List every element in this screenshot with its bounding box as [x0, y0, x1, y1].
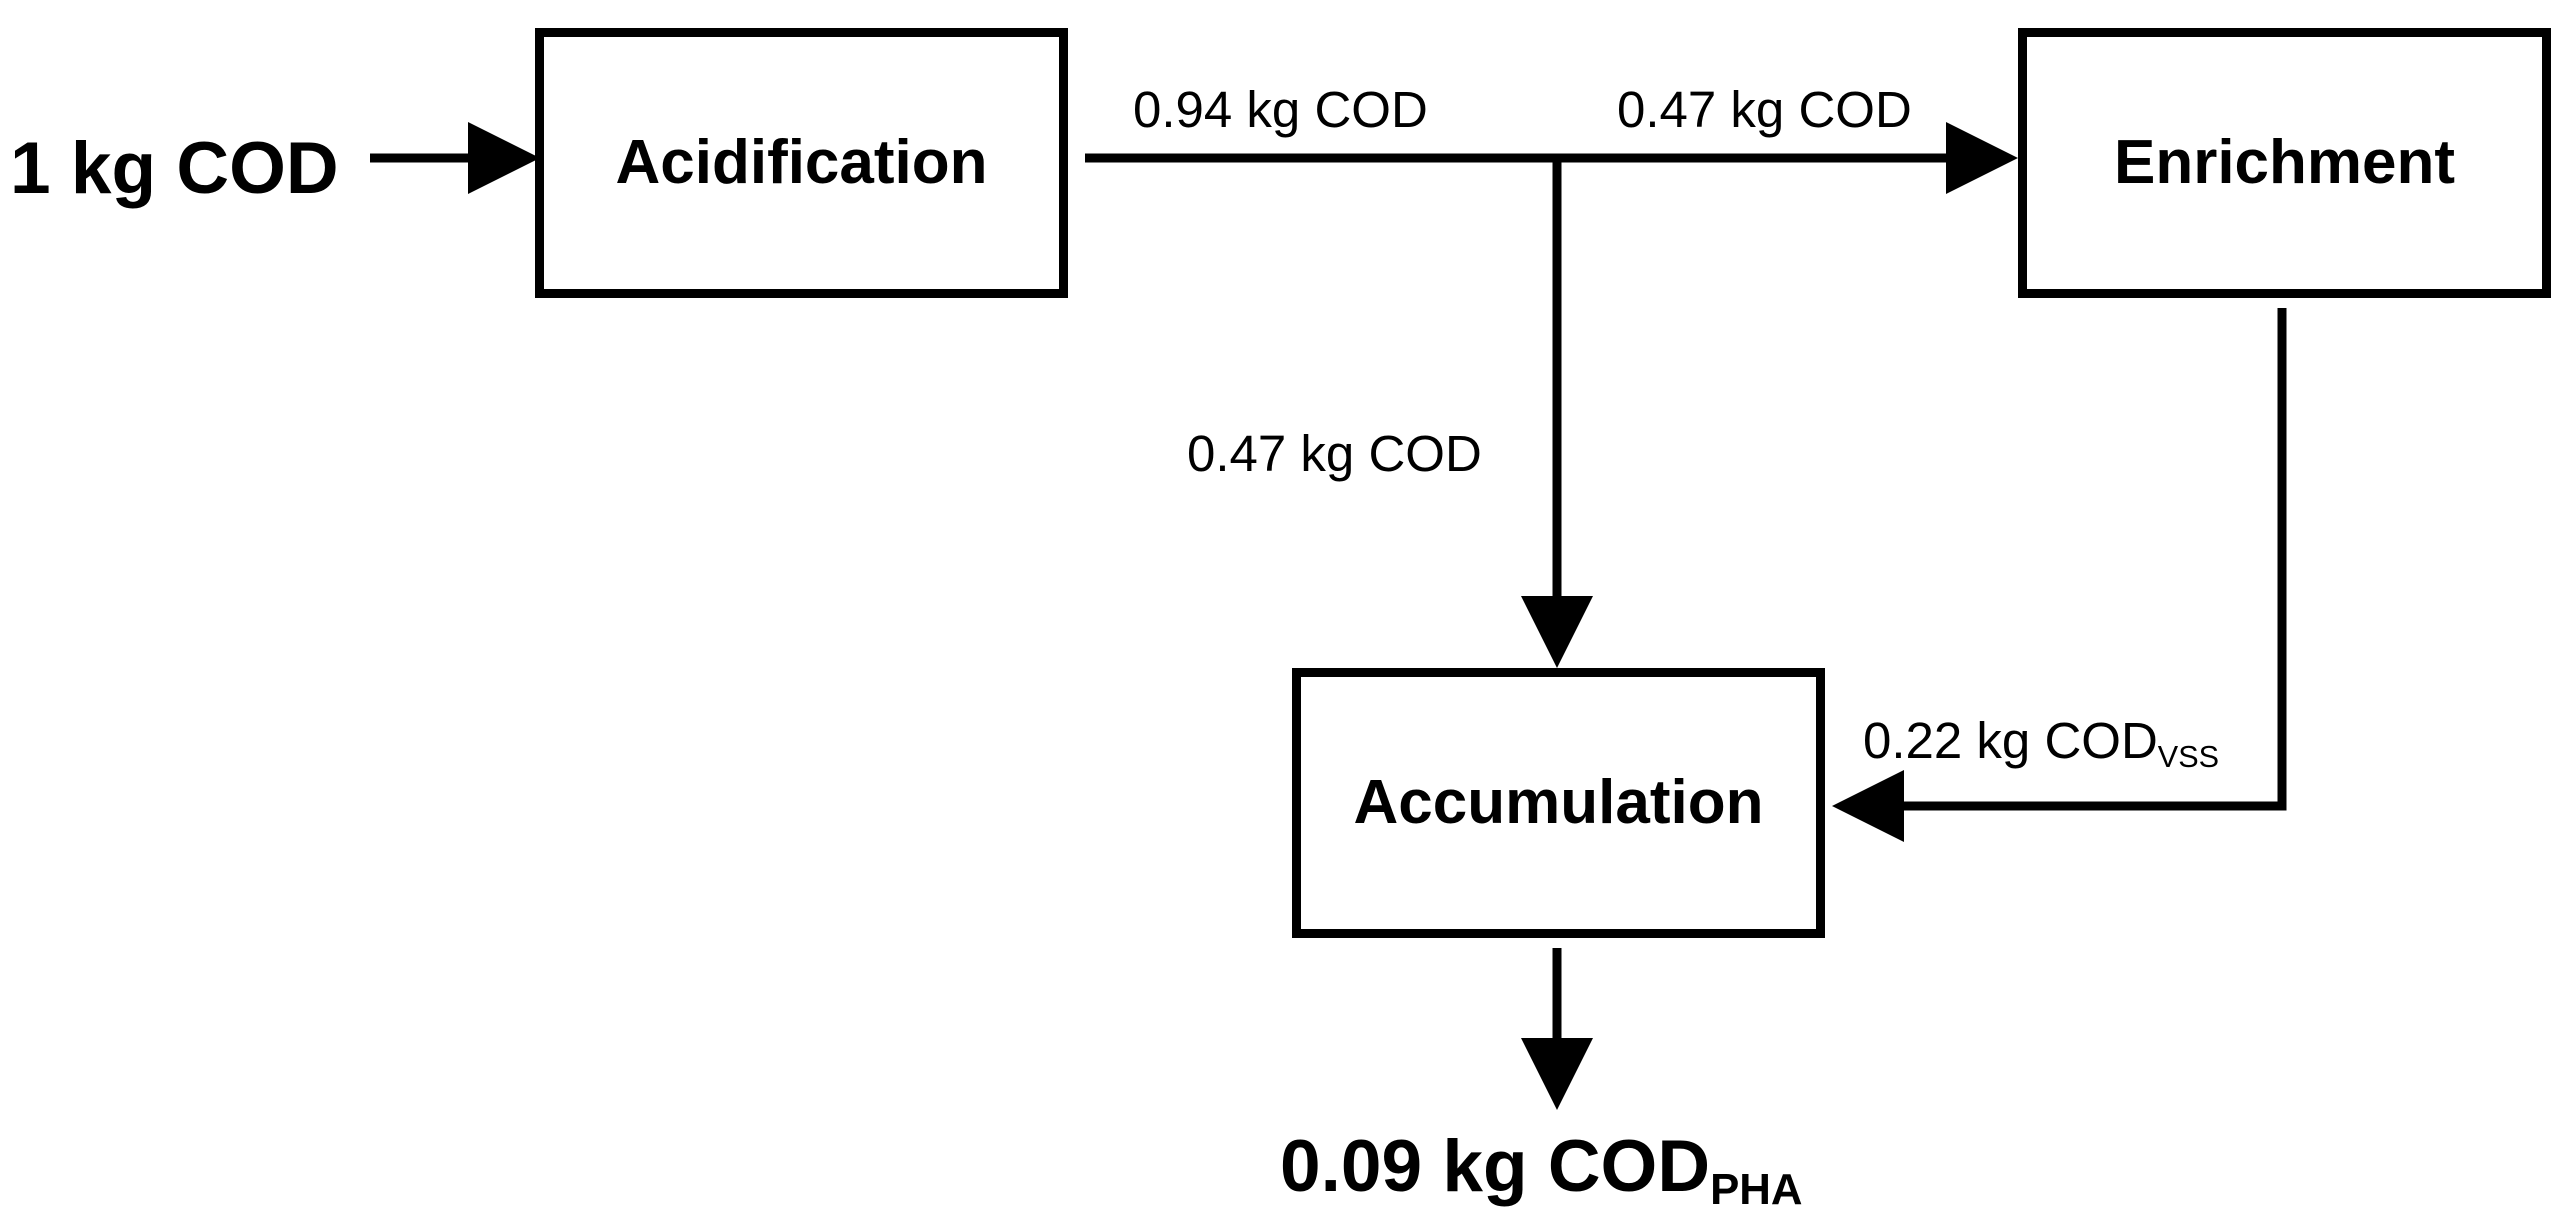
enrichment-label: Enrichment	[2113, 128, 2456, 197]
enrichment-box: Enrichment	[2018, 28, 2551, 298]
enrichment-to-accumulation-arrow	[1832, 308, 2287, 842]
acidification-box: Acidification	[535, 28, 1068, 298]
enrichment-input-flow-label: 0.47 kg COD	[1617, 81, 1912, 138]
accumulation-label: Accumulation	[1353, 768, 1764, 837]
input-amount-label: 1 kg COD	[10, 128, 339, 209]
accumulation-input-flow-label: 0.47 kg COD	[1187, 425, 1482, 482]
enrichment-output-flow-label: 0.22 kg CODVSS	[1863, 712, 2220, 775]
output-amount-label: 0.09 kg CODPHA	[1280, 1126, 1803, 1215]
acidification-output-flow-label: 0.94 kg COD	[1133, 81, 1428, 138]
accumulation-box: Accumulation	[1292, 668, 1825, 938]
acidification-label: Acidification	[615, 128, 988, 197]
